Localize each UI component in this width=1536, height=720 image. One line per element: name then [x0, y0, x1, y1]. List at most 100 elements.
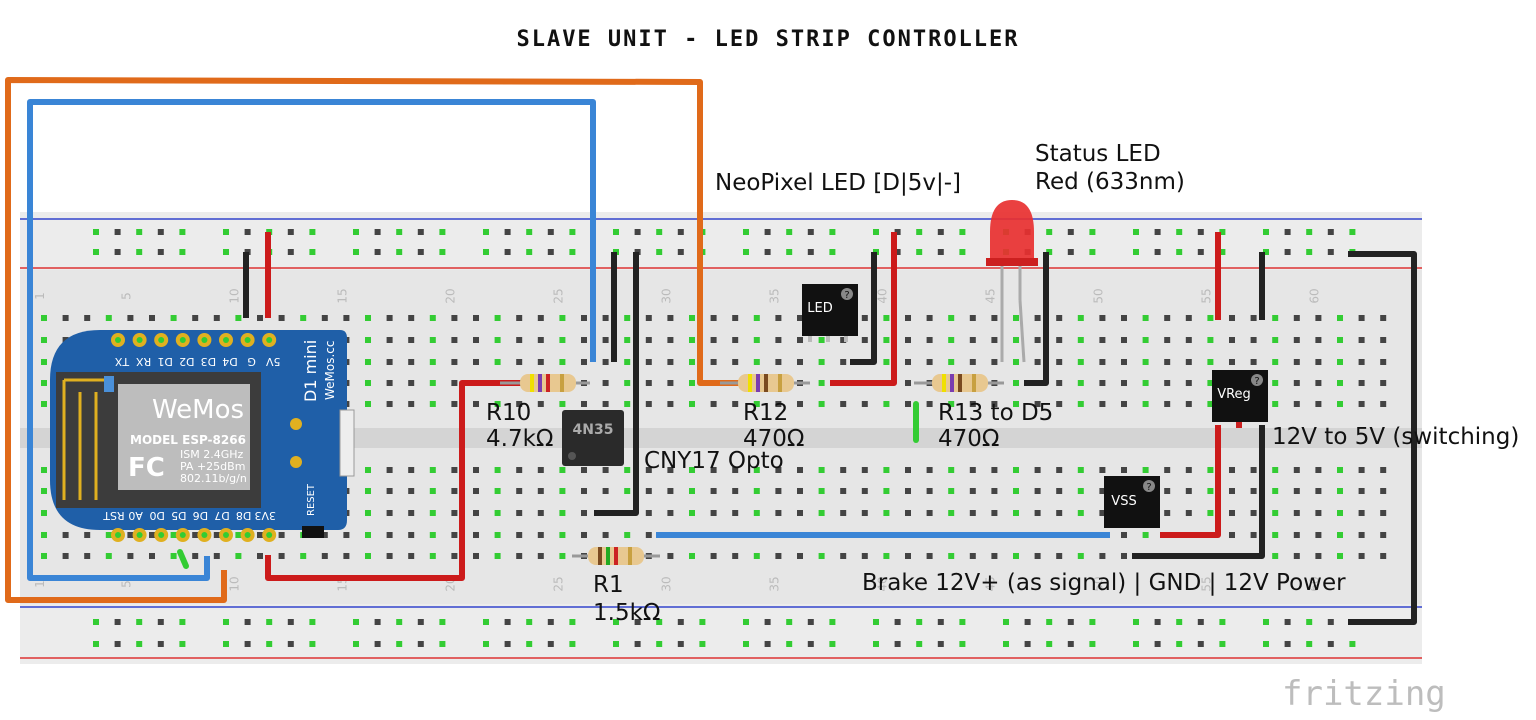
wemos-pin-hole [158, 532, 165, 538]
mount-hole-1 [290, 418, 302, 430]
breadboard-hole [559, 337, 566, 343]
breadboard-hole [905, 401, 911, 407]
breadboard-hole [547, 619, 554, 625]
breadboard-hole [1034, 510, 1041, 516]
breadboard-hole [1315, 359, 1322, 365]
column-number: 60 [1307, 288, 1321, 303]
wemos-pin-label: A0 [128, 509, 143, 522]
breadboard-hole [818, 510, 825, 516]
breadboard-hole [624, 380, 631, 386]
r10-name: R10 [486, 400, 531, 426]
column-number: 30 [659, 576, 673, 591]
breadboard-hole [170, 532, 177, 538]
breadboard-hole [451, 315, 458, 321]
breadboard-hole [916, 619, 923, 625]
wemos-d1-mini: WeMos MODEL ESP-8266 ISM 2.4GHz PA +25dB… [50, 330, 355, 542]
breadboard-hole [1013, 510, 1019, 516]
breadboard-hole [840, 337, 847, 343]
breadboard-hole [192, 553, 199, 559]
breadboard-hole [396, 249, 403, 255]
breadboard-hole [1164, 359, 1171, 365]
breadboard-hole [537, 359, 544, 365]
breadboard-hole [991, 337, 998, 343]
breadboard-hole [624, 337, 631, 343]
breadboard-hole [386, 532, 393, 538]
breadboard-hole [667, 510, 674, 516]
reset-button[interactable] [302, 526, 324, 538]
breadboard-hole [386, 359, 393, 365]
breadboard-hole [1250, 359, 1257, 365]
breadboard-hole [1337, 401, 1343, 407]
breadboard-hole [667, 467, 674, 473]
breadboard-hole [1229, 510, 1235, 516]
breadboard-hole [179, 619, 186, 625]
breadboard-hole [429, 380, 436, 386]
breadboard-hole [300, 553, 307, 559]
breadboard-hole [41, 401, 47, 407]
breadboard-hole [861, 510, 868, 516]
breadboard-hole [905, 315, 911, 321]
breadboard-hole [353, 229, 359, 235]
column-number: 1 [33, 580, 47, 588]
breadboard-hole [353, 641, 359, 647]
breadboard-hole [613, 229, 619, 235]
vreg-module: ? VReg [1212, 370, 1268, 428]
breadboard-hole [1263, 619, 1269, 625]
breadboard-hole [537, 337, 544, 343]
breadboard-hole [753, 467, 760, 473]
breadboard-hole [634, 619, 641, 625]
breadboard-hole [786, 249, 793, 255]
red-wire-vss [1160, 425, 1221, 538]
breadboard-hole [149, 532, 155, 538]
breadboard-hole [374, 229, 381, 235]
breadboard-hole [417, 641, 424, 647]
breadboard-hole [136, 641, 143, 647]
power-desc: Brake 12V+ (as signal) | GND | 12V Power [862, 570, 1346, 596]
breadboard-hole [1380, 510, 1387, 516]
breadboard-hole [1380, 488, 1387, 494]
breadboard-hole [213, 315, 220, 321]
svg-text:?: ? [1146, 482, 1151, 493]
breadboard-hole [278, 553, 285, 559]
breadboard-hole [473, 315, 479, 321]
wemos-pin-hole [115, 532, 121, 538]
breadboard-hole [948, 553, 955, 559]
breadboard-hole [287, 619, 294, 625]
breadboard-hole [1046, 641, 1053, 647]
breadboard-hole [689, 553, 695, 559]
breadboard-hole [797, 510, 803, 516]
antenna-trace [62, 378, 110, 500]
breadboard-hole [916, 249, 923, 255]
breadboard-hole [244, 229, 251, 235]
breadboard-hole [157, 229, 164, 235]
breadboard-hole [991, 359, 998, 365]
breadboard-hole [1185, 401, 1192, 407]
breadboard-hole [656, 619, 663, 625]
breadboard-hole [710, 315, 717, 321]
breadboard-hole [948, 510, 955, 516]
breadboard-hole [926, 467, 933, 473]
breadboard-hole [602, 359, 609, 365]
breadboard-hole [969, 488, 976, 494]
breadboard-hole [429, 337, 436, 343]
breadboard-hole [537, 510, 544, 516]
breadboard-hole [494, 510, 501, 516]
wemos-pin-label: TX [114, 355, 130, 368]
breadboard-hole [764, 229, 771, 235]
breadboard-hole [775, 510, 782, 516]
breadboard-hole [667, 380, 674, 386]
breadboard-hole [677, 249, 684, 255]
breadboard-hole [516, 532, 523, 538]
breadboard-hole [439, 619, 446, 625]
breadboard-hole [504, 249, 511, 255]
breadboard-hole [840, 510, 847, 516]
breadboard-hole [1099, 467, 1106, 473]
breadboard-hole [1121, 553, 1127, 559]
breadboard-hole [1349, 641, 1356, 647]
wemos-pin-hole [266, 532, 273, 538]
breadboard-hole [1121, 315, 1127, 321]
breadboard-hole [1284, 249, 1291, 255]
breadboard-hole [1380, 380, 1387, 386]
breadboard-hole [1358, 337, 1365, 343]
breadboard-hole [1154, 619, 1161, 625]
